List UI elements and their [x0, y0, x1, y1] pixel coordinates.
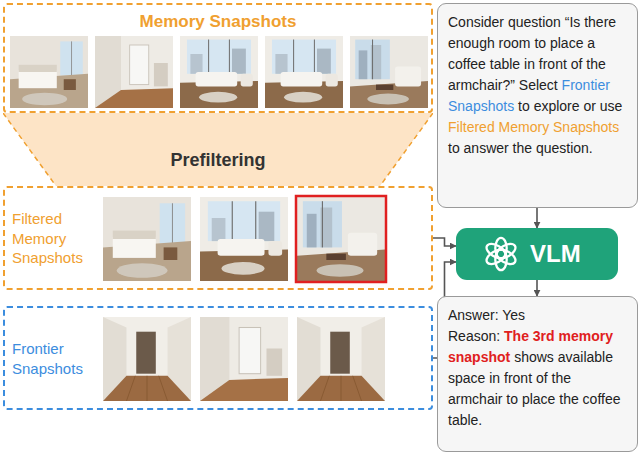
connector-arrow	[433, 238, 456, 246]
prefilter-funnel: Prefiltering	[3, 113, 433, 186]
logo-petal	[484, 241, 508, 261]
body-text: to explore or use	[518, 98, 622, 114]
paragraph: Consider question “Is there enough room …	[448, 12, 627, 159]
room-photo	[297, 197, 385, 281]
funnel-edge	[3, 113, 56, 186]
body-text: Reason:	[448, 328, 500, 344]
funnel-edge	[380, 113, 433, 186]
question-box: Consider question “Is there enough room …	[437, 3, 638, 208]
room-photo	[265, 36, 343, 108]
process-label: Prefiltering	[3, 150, 433, 171]
connector-arrow	[536, 208, 538, 228]
room-photo	[180, 36, 258, 108]
highlight-border	[296, 196, 386, 282]
highlight-text: Filtered Memory Snapshots	[448, 119, 619, 135]
panel-label: Frontier Snapshots	[12, 339, 102, 378]
memory-panel: Memory Snapshots	[3, 3, 433, 113]
room-photo	[200, 317, 288, 401]
room-photo	[95, 36, 173, 108]
panel-label: Filtered Memory Snapshots	[12, 209, 102, 268]
funnel-shape	[3, 113, 433, 186]
panel-title: Memory Snapshots	[5, 12, 431, 32]
filtered-panel: Filtered Memory Snapshots	[3, 186, 433, 290]
frontier-panel: Frontier Snapshots	[3, 306, 433, 410]
vlm-box: VLM	[456, 228, 618, 280]
answer-line: Answer: Yes	[448, 305, 627, 326]
model-label: VLM	[530, 240, 581, 268]
room-photo	[350, 36, 428, 108]
funnel-fill	[3, 113, 433, 186]
room-photo	[297, 317, 385, 401]
room-photo	[10, 36, 88, 108]
paragraph: Reason: The 3rd memory snapshot shows av…	[448, 326, 627, 431]
room-photo	[103, 317, 191, 401]
connector-arrow	[536, 280, 538, 296]
answer-box: Answer: YesReason: The 3rd memory snapsh…	[437, 296, 638, 452]
body-text: to answer the question.	[448, 140, 593, 156]
room-photo	[200, 197, 288, 281]
vlm-logo	[482, 235, 520, 273]
room-photo	[103, 197, 191, 281]
